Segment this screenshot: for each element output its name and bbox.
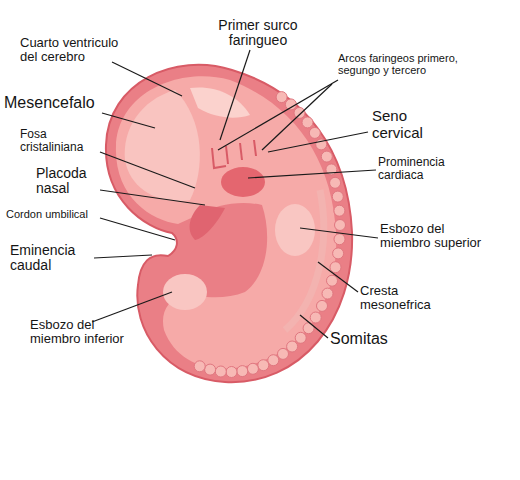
part-label: Eminencia caudal	[10, 243, 95, 274]
somite	[321, 151, 332, 162]
somite	[205, 364, 216, 375]
somite	[322, 288, 333, 299]
somite	[333, 248, 344, 259]
part-label: Esbozo del miembro superior	[380, 222, 490, 251]
somite	[335, 220, 346, 231]
mesencephalon	[125, 90, 200, 201]
somite	[327, 275, 338, 286]
part-label: Prominencia cardiaca	[378, 156, 488, 182]
pharyngeal-arches	[212, 140, 256, 168]
somite	[295, 332, 306, 343]
somite	[310, 312, 321, 323]
somite	[303, 323, 314, 334]
somite	[287, 341, 298, 352]
somite	[215, 366, 226, 377]
somite	[226, 367, 237, 378]
somite	[258, 360, 269, 371]
fourth-ventricle	[190, 87, 250, 117]
somite	[276, 92, 287, 103]
leader-lines	[92, 50, 378, 338]
part-label: Fosa cristaliniana	[20, 128, 105, 154]
somite	[334, 205, 345, 216]
somite	[334, 234, 345, 245]
somite	[309, 127, 320, 138]
part-label: Placoda nasal	[36, 166, 106, 197]
lower-limb-bud	[163, 274, 207, 310]
upper-limb-bud	[275, 204, 315, 256]
somite	[268, 355, 279, 366]
part-label: Somitas	[330, 330, 420, 348]
somite	[294, 107, 305, 118]
somite	[237, 366, 248, 377]
part-label: Mesencefalo	[4, 94, 114, 112]
somite	[330, 262, 341, 273]
somite	[317, 300, 328, 311]
somite	[332, 191, 343, 202]
part-label: Cuarto ventriculo del cerebro	[20, 36, 135, 65]
somite	[247, 363, 258, 374]
part-label: Cordon umbilical	[6, 208, 116, 220]
somite	[302, 117, 313, 128]
part-label: Primer surco faringueo	[208, 18, 308, 49]
somite	[194, 361, 205, 372]
face-fold	[190, 205, 225, 240]
part-label: Esbozo del miembro inferior	[30, 318, 140, 347]
somites	[194, 92, 345, 378]
part-label: Cresta mesonefrica	[360, 284, 455, 313]
somite	[278, 348, 289, 359]
heart-bulge	[221, 167, 265, 197]
part-label: Arcos faringeos primero, segungo y terce…	[338, 52, 468, 76]
part-label: Seno cervical	[372, 108, 462, 141]
somite	[330, 177, 341, 188]
somite	[285, 99, 296, 110]
